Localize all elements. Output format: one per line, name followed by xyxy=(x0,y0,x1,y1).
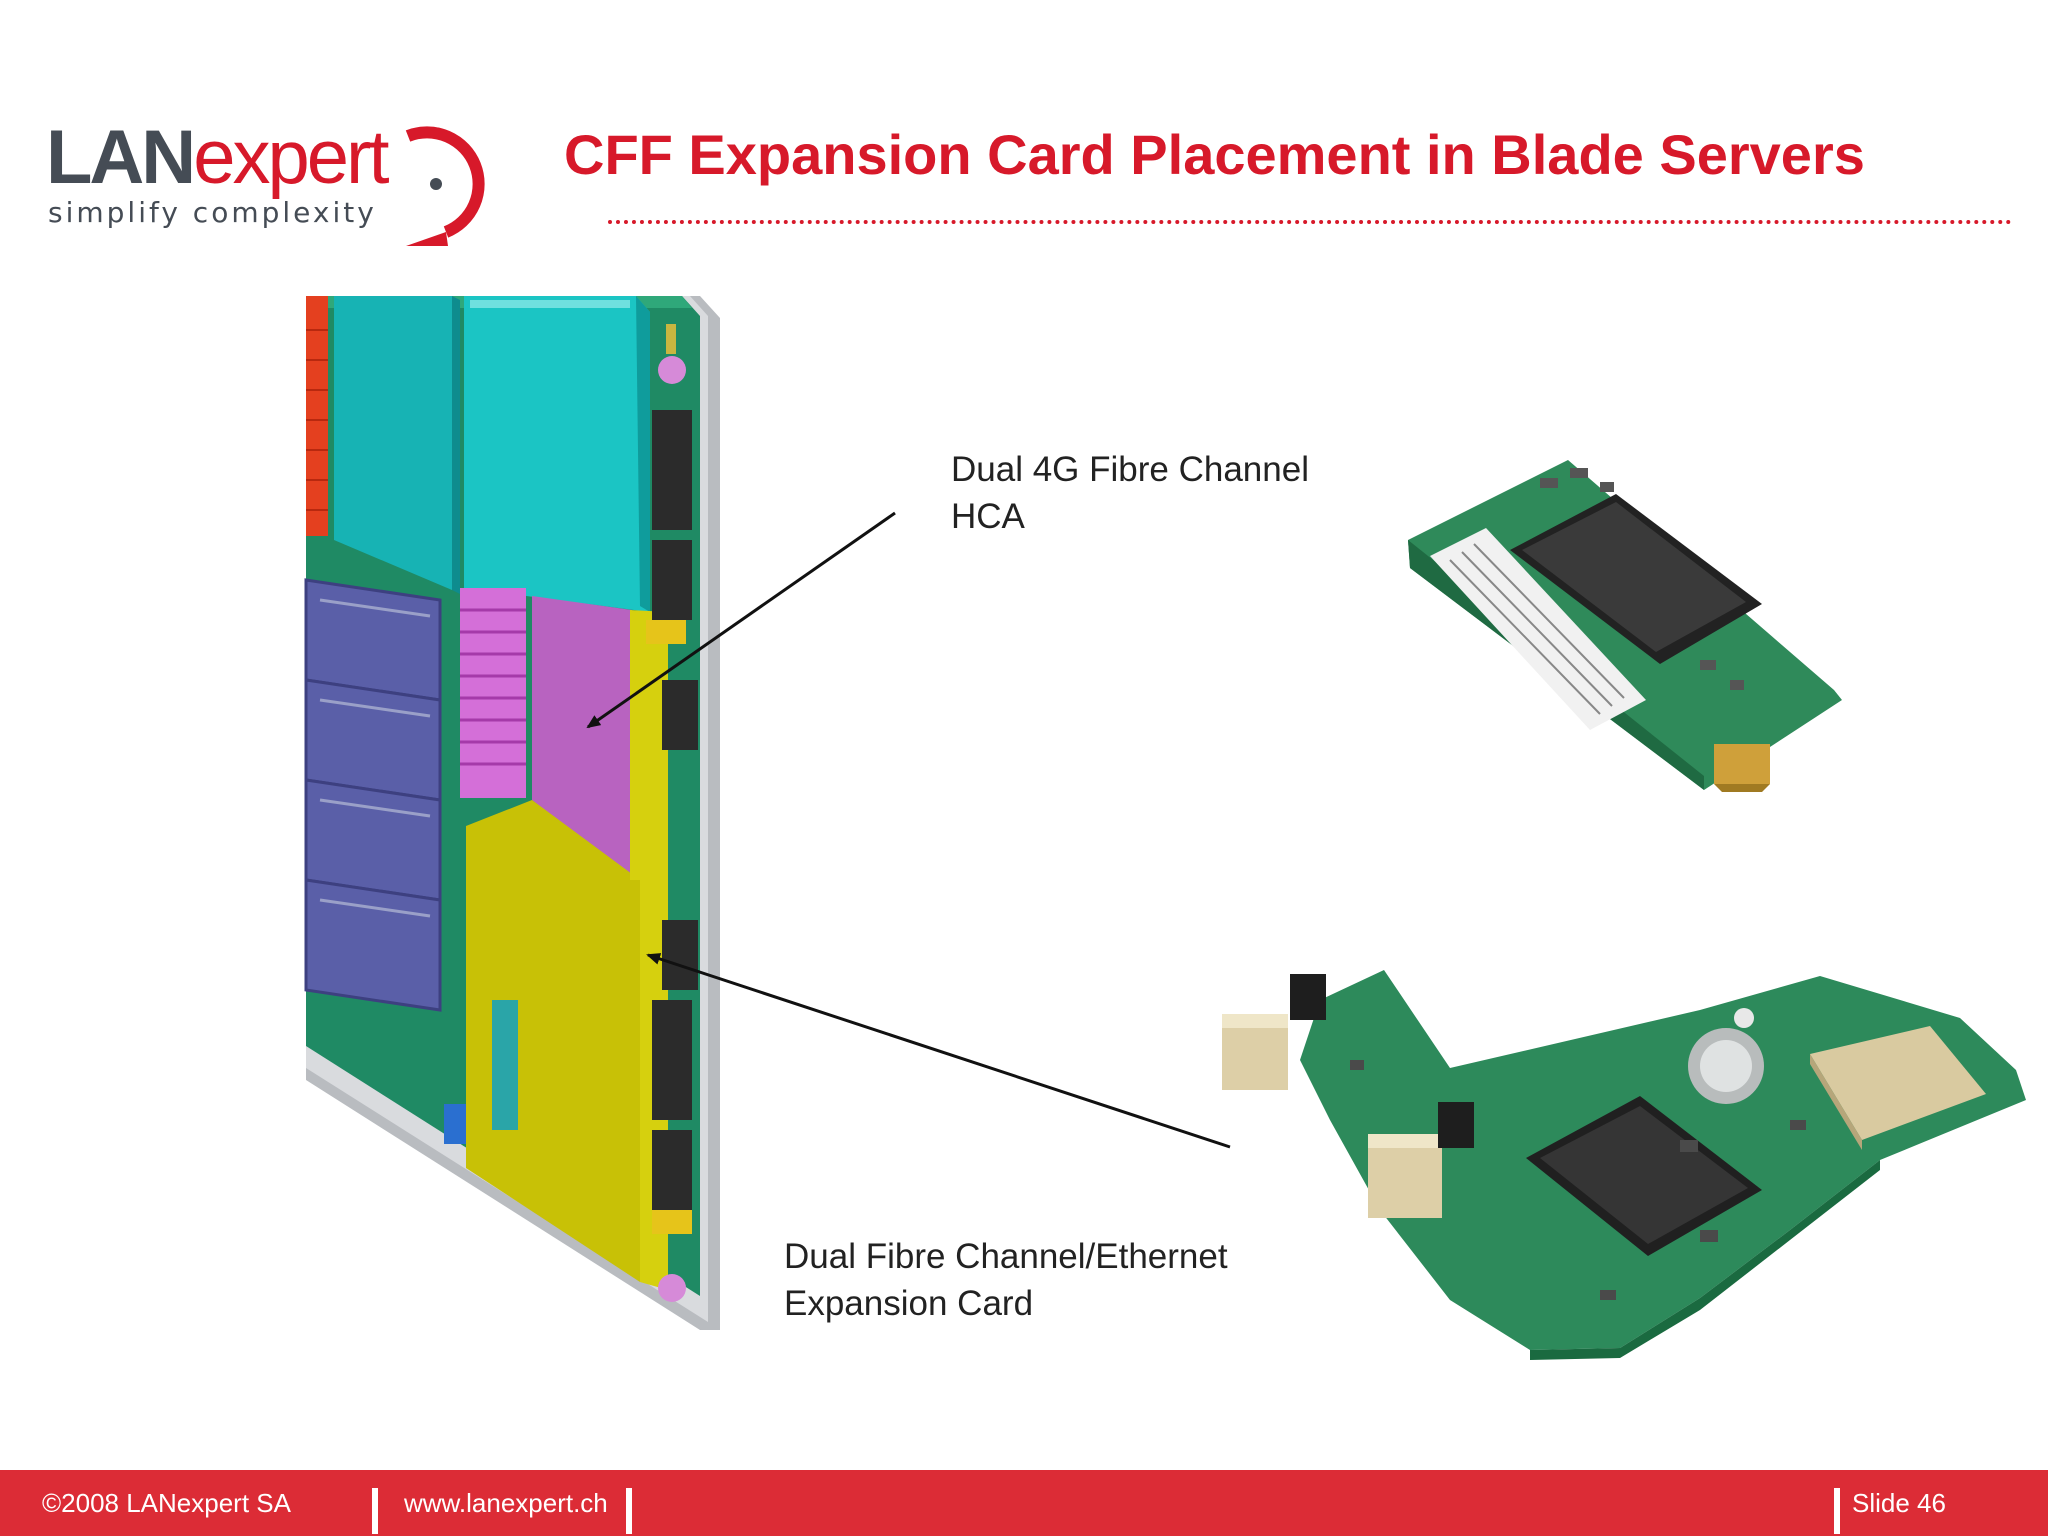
footer-bar: ©2008 LANexpert SA www.lanexpert.ch Slid… xyxy=(0,1470,2048,1536)
footer-slide-number: Slide 46 xyxy=(1852,1488,1946,1518)
blade-server-image xyxy=(304,296,720,1330)
label-hca: Dual 4G Fibre Channel HCA xyxy=(951,446,1309,540)
fibre-channel-ethernet-card-image xyxy=(1222,970,2026,1360)
logo-wordmark: LANexpert xyxy=(46,115,389,200)
label-hca-line2: HCA xyxy=(951,497,1025,536)
footer-separator xyxy=(626,1488,632,1534)
label-expansion-card: Dual Fibre Channel/Ethernet Expansion Ca… xyxy=(784,1233,1228,1327)
title-divider xyxy=(608,220,2012,224)
footer-separator xyxy=(372,1488,378,1534)
footer-copyright: ©2008 LANexpert SA xyxy=(42,1488,291,1518)
slide-title: CFF Expansion Card Placement in Blade Se… xyxy=(564,123,1865,186)
lanexpert-logo: LANexpert simplify complexity xyxy=(46,115,485,246)
logo-brand-expert: expert xyxy=(193,115,389,200)
logo-arc-icon xyxy=(405,126,485,246)
logo-brand-lan: LAN xyxy=(46,115,196,200)
fibre-channel-hca-card-image xyxy=(1408,460,1842,792)
footer-separator xyxy=(1834,1488,1840,1534)
footer-website-link[interactable]: www.lanexpert.ch xyxy=(404,1488,608,1518)
label-hca-line1: Dual 4G Fibre Channel xyxy=(951,450,1309,489)
label-expansion-card-line2: Expansion Card xyxy=(784,1284,1034,1323)
arrow-to-hca xyxy=(586,511,896,729)
label-expansion-card-line1: Dual Fibre Channel/Ethernet xyxy=(784,1237,1228,1276)
logo-tagline: simplify complexity xyxy=(48,196,377,229)
arrow-to-expansion-card xyxy=(646,953,1231,1149)
